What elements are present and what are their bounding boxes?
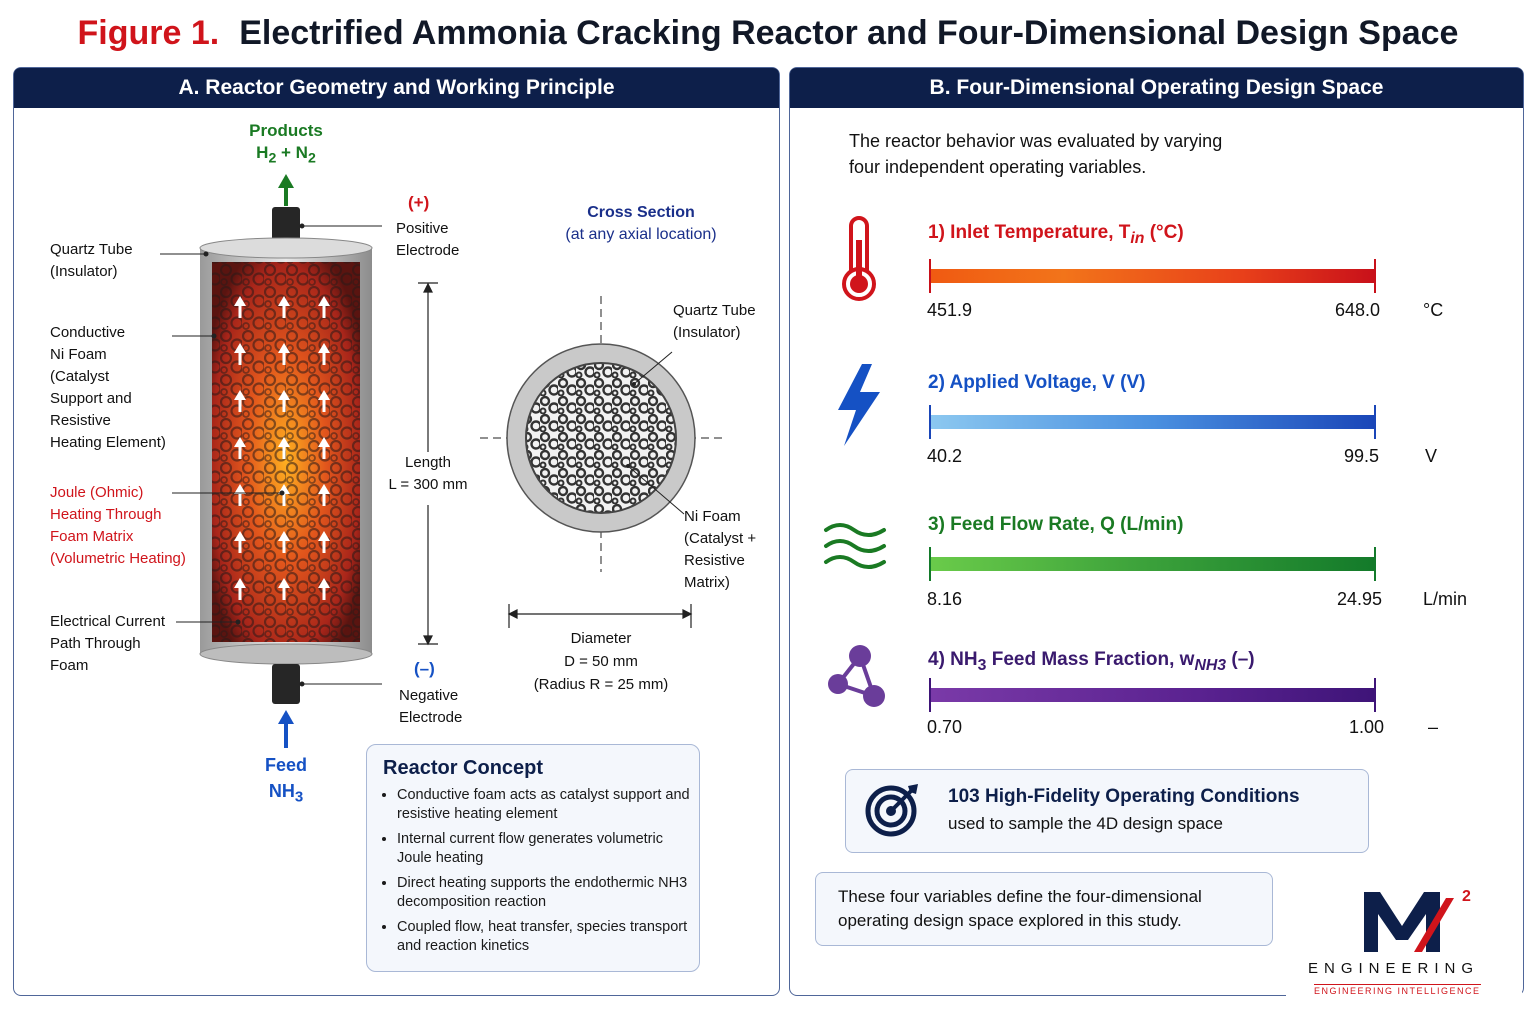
variable-3-unit: L/min xyxy=(1423,589,1468,609)
length-dimension xyxy=(418,282,438,646)
flow-arrow xyxy=(278,343,290,365)
flow-arrow xyxy=(234,343,246,365)
products-label: Products H2 + N2 xyxy=(249,121,323,167)
cs-quartz-label: Quartz Tube(Insulator) xyxy=(673,302,756,341)
quartz-tube-label: Quartz Tube(Insulator) xyxy=(50,241,133,280)
logo-sup: 2 xyxy=(1462,888,1471,905)
flow-arrow xyxy=(278,578,290,600)
cross-section-title: Cross Section(at any axial location) xyxy=(565,204,717,243)
variable-4-unit: – xyxy=(1428,717,1439,737)
feed-arrow xyxy=(278,710,294,748)
variable-1-range-bar xyxy=(930,269,1376,283)
reactor-concept-box: Reactor Concept Conductive foam acts as … xyxy=(366,744,700,972)
variable-2-unit: V xyxy=(1425,446,1438,466)
figure-heading: Electrified Ammonia Cracking Reactor and… xyxy=(239,14,1459,52)
m2-logo-mark xyxy=(1364,892,1454,952)
logo-name: ENGINEERING xyxy=(1308,960,1480,977)
conditions-subtitle: used to sample the 4D design space xyxy=(948,814,1224,833)
flow-arrow xyxy=(234,531,246,553)
flow-arrow xyxy=(234,578,246,600)
figure-label: Figure 1. xyxy=(77,14,220,52)
variable-1-min: 451.9 xyxy=(927,300,973,320)
feed-label: Feed NH3 xyxy=(264,755,307,806)
thermometer-icon xyxy=(842,216,876,301)
summary-box xyxy=(815,872,1273,946)
list-item: Internal current flow generates volumetr… xyxy=(397,830,699,868)
variable-1-title: 1) Inlet Temperature, Tin (°C) xyxy=(928,222,1184,247)
lightning-icon xyxy=(838,364,880,446)
variable-3-min: 8.16 xyxy=(927,589,963,609)
variable-1-unit: °C xyxy=(1423,300,1444,320)
positive-sign: (+) xyxy=(408,193,430,212)
flow-arrow xyxy=(318,484,330,506)
reactor-illustration xyxy=(160,174,722,748)
flow-waves-icon xyxy=(824,523,886,569)
flow-arrow xyxy=(234,296,246,318)
positive-electrode xyxy=(272,207,300,247)
flow-arrow xyxy=(234,390,246,412)
flow-arrow xyxy=(318,390,330,412)
molecule-icon xyxy=(828,645,885,707)
list-item: Conductive foam acts as catalyst support… xyxy=(397,786,699,824)
negative-electrode xyxy=(272,664,300,704)
flow-arrow xyxy=(318,296,330,318)
flow-arrow xyxy=(318,578,330,600)
list-item: Direct heating supports the endothermic … xyxy=(397,874,699,912)
list-item: Coupled flow, heat transfer, species tra… xyxy=(397,918,699,956)
variable-1-max: 648.0 xyxy=(1335,300,1381,320)
variable-4-title: 4) NH3 Feed Mass Fraction, wNH3 (–) xyxy=(928,649,1255,674)
flow-arrow xyxy=(318,343,330,365)
flow-arrow xyxy=(234,437,246,459)
concept-title: Reactor Concept xyxy=(383,757,544,779)
concept-list: Conductive foam acts as catalyst support… xyxy=(367,786,699,956)
variable-4-max: 1.00 xyxy=(1349,717,1385,737)
variable-4-range-bar xyxy=(930,688,1376,702)
variable-3-range-bar xyxy=(930,557,1376,571)
figure-title: Figure 1. Electrified Ammonia Cracking Re… xyxy=(0,14,1536,53)
panel-b-intro: The reactor behavior was evaluated by va… xyxy=(849,131,1223,177)
variable-2-min: 40.2 xyxy=(927,446,963,466)
variable-3-max: 24.95 xyxy=(1337,589,1383,609)
negative-sign: (–) xyxy=(414,659,435,678)
product-arrow xyxy=(278,174,294,206)
flow-arrow xyxy=(278,296,290,318)
flow-arrow xyxy=(318,437,330,459)
flow-arrow xyxy=(278,531,290,553)
flow-arrow xyxy=(318,531,330,553)
flow-arrow xyxy=(278,390,290,412)
variable-2-range-bar xyxy=(930,415,1376,429)
summary-text: These four variables define the four-dim… xyxy=(838,887,1202,930)
conditions-box xyxy=(845,769,1369,853)
m2-logo: 2 ENGINEERING ENGINEERING INTELLIGENCE xyxy=(1286,880,1522,998)
conditions-title: 103 High-Fidelity Operating Conditions xyxy=(948,786,1300,807)
diameter-dimension xyxy=(507,604,693,628)
panel-a-header: A. Reactor Geometry and Working Principl… xyxy=(14,68,779,108)
target-icon xyxy=(865,784,918,837)
panel-b-header: B. Four-Dimensional Operating Design Spa… xyxy=(790,68,1523,108)
flow-arrow xyxy=(234,484,246,506)
panel-b: B. Four-Dimensional Operating Design Spa… xyxy=(789,67,1524,996)
variable-2-max: 99.5 xyxy=(1344,446,1380,466)
variable-3-title: 3) Feed Flow Rate, Q (L/min) xyxy=(928,514,1184,535)
logo-tagline: ENGINEERING INTELLIGENCE xyxy=(1314,984,1481,996)
variable-2-title: 2) Applied Voltage, V (V) xyxy=(928,372,1146,393)
flow-arrow xyxy=(278,437,290,459)
variable-4-min: 0.70 xyxy=(927,717,963,737)
cross-section xyxy=(480,296,722,572)
